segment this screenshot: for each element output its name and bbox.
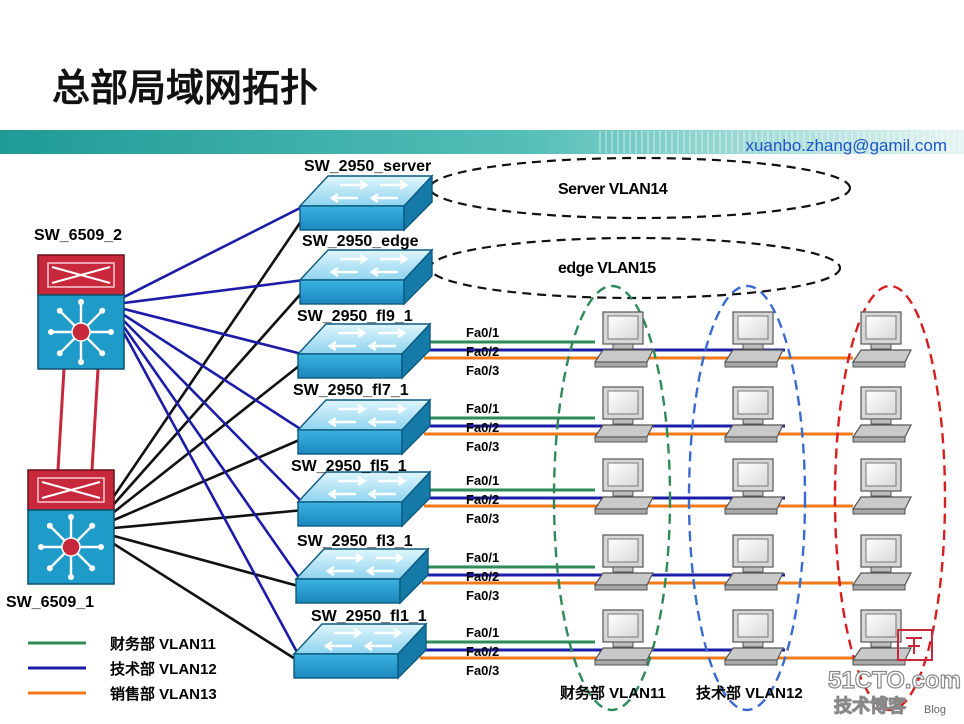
core-switch-label: SW_6509_1 [6,594,94,611]
tech-vlan-ellipse [687,284,807,712]
port-label: Fa0/2 [466,569,499,584]
uplink-core2 [123,307,303,356]
port-label: Fa0/3 [466,439,499,454]
access-switch-fl3 [294,547,430,605]
finance-pc [593,534,654,591]
access-switch-label: SW_2950_fl7_1 [293,382,409,399]
legend-label: 技术部 VLAN12 [110,660,217,678]
core-switch-group [27,254,125,585]
watermark-tag: Blog [924,704,946,716]
access-switch-fl1 [292,622,428,680]
vlan-label: Server VLAN14 [558,181,668,198]
uplink-core1 [113,542,301,664]
finance-vlan-ellipse [552,284,672,712]
department-label: 财务部 VLAN11 [560,684,666,702]
department-labels: 财务部 VLAN11 技术部 VLAN12 [560,684,803,702]
watermark-sub: 技术博客 [834,695,907,716]
workstation-group [593,311,912,666]
port-label: Fa0/3 [466,663,499,678]
access-switch-edge [298,248,434,306]
access-switch-label: SW_2950_edge [302,233,419,250]
port-label: Fa0/1 [466,325,499,340]
access-switch-label: SW_2950_server [304,158,431,175]
sales-pc [851,534,912,591]
access-switch-label: SW_2950_fl9_1 [297,308,413,325]
core-switch-label: SW_6509_2 [34,227,122,244]
port-label: Fa0/3 [466,511,499,526]
uplink-core2 [123,204,305,299]
slide-title: 总部局域网拓扑 [52,66,318,110]
uplink-core2 [122,326,302,580]
finance-pc [593,458,654,515]
sales-vlan-ellipse [833,284,947,712]
legend: 财务部 VLAN11 技术部 VLAN12 销售部 VLAN13 [28,635,217,703]
author-email: xuanbo.zhang@gamil.com [745,136,947,155]
uplink-core1 [113,287,307,505]
uplink-core2 [123,278,305,305]
access-switch-label: SW_2950_fl5_1 [291,458,407,475]
uplink-core1 [112,213,308,497]
tech-pc [723,609,784,666]
port-label: Fa0/1 [466,473,499,488]
header-banner [0,130,964,154]
server-vlan-ellipse [428,156,852,220]
core-uplinks [56,204,308,664]
uplink-core1 [113,360,305,514]
port-label: Fa0/2 [466,492,499,507]
access-switch-fl5 [296,470,432,528]
port-label: Fa0/2 [466,420,499,435]
access-switch-label: SW_2950_fl3_1 [297,533,413,550]
tech-pc [723,311,784,368]
finance-pc [593,311,654,368]
access-switch-fl7 [296,398,432,456]
access-switch-label: SW_2950_fl1_1 [311,608,427,625]
port-label: Fa0/3 [466,363,499,378]
port-label: Fa0/3 [466,588,499,603]
port-label: Fa0/1 [466,401,499,416]
stamp-icon [897,629,933,661]
watermark-brand: 51CTO.com [828,667,961,694]
port-label: Fa0/2 [466,644,499,659]
port-label: Fa0/1 [466,550,499,565]
sales-pc [851,458,912,515]
core-switch-sw6509_1 [27,469,115,585]
access-switch-group [292,174,434,680]
vlan-label: edge VLAN15 [558,260,656,277]
access-switch-server [298,174,434,232]
sales-pc [851,609,912,666]
uplink-core2 [123,320,303,503]
port-label: Fa0/1 [466,625,499,640]
sales-pc [851,386,912,443]
stamp-glyph [906,637,922,654]
uplink-core2 [123,313,303,432]
finance-pc [593,609,654,666]
port-label: Fa0/2 [466,344,499,359]
core-switch-sw6509_2 [37,254,125,370]
core-interlink [56,368,66,471]
finance-pc [593,386,654,443]
tech-pc [723,386,784,443]
department-label: 技术部 VLAN12 [696,684,803,702]
legend-label: 财务部 VLAN11 [110,635,216,653]
uplink-core1 [113,534,303,589]
core-interlink [90,368,100,471]
tech-pc [723,458,784,515]
uplink-core1 [113,508,305,530]
access-switch-fl9 [296,322,432,380]
legend-label: 销售部 VLAN13 [110,685,217,703]
uplink-core1 [113,436,305,522]
sales-pc [851,311,912,368]
uplink-core2 [122,332,300,655]
tech-pc [723,534,784,591]
